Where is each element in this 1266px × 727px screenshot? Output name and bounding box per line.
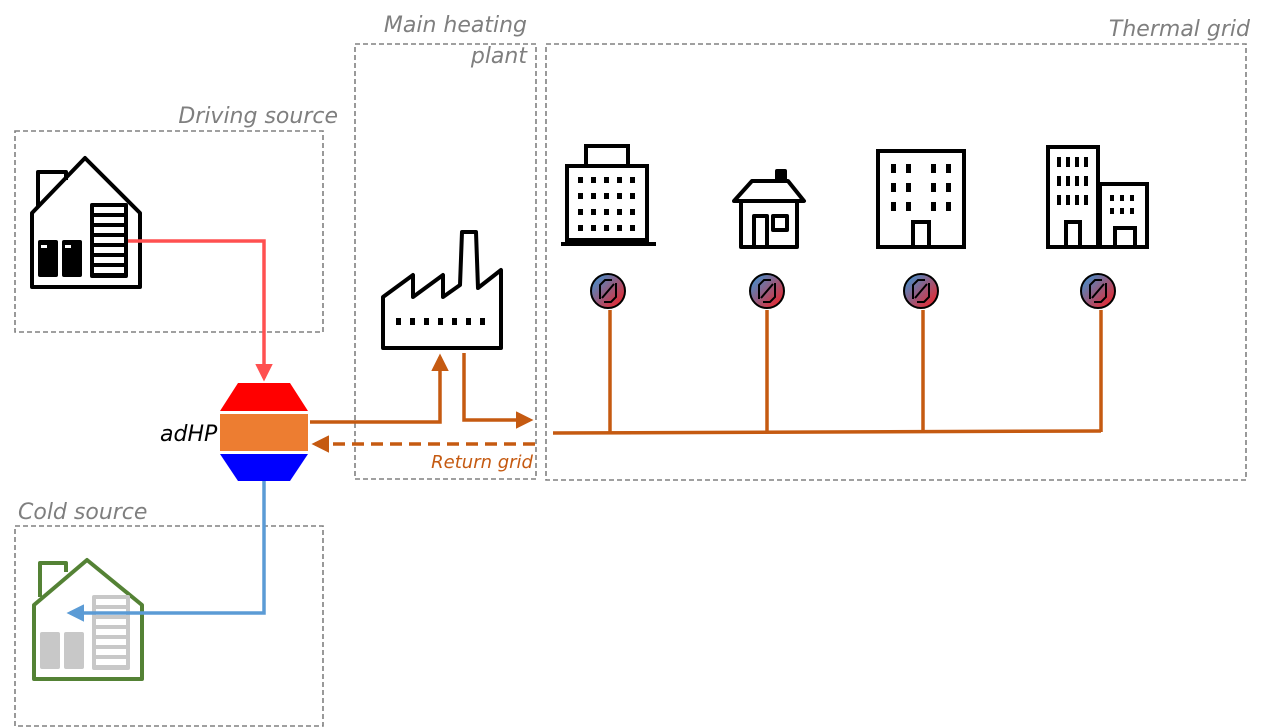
apartment-building-icon (876, 149, 966, 249)
thermal-grid-label: Thermal grid (1109, 17, 1251, 42)
data-center-icon (30, 156, 142, 289)
driving-source-label: Driving source (178, 104, 338, 129)
heat-exchanger-icon (590, 273, 626, 309)
office-tower-icon (561, 144, 656, 246)
factory-icon (381, 230, 503, 350)
adhp-label: adHP (160, 422, 218, 447)
thermal-grid-box (545, 43, 1247, 481)
driving-source-box (14, 130, 324, 333)
cold-source-box (14, 525, 324, 727)
main-heating-plant-box (354, 43, 537, 480)
cold-source-label: Cold source (18, 500, 147, 525)
cold-pipe (66, 480, 266, 622)
house-icon (732, 169, 806, 249)
heat-exchanger-icon (903, 273, 939, 309)
mixed-buildings-icon (1046, 145, 1149, 249)
main-heating-plant-label-line1: Main heating (384, 13, 527, 38)
hot-pipe (128, 239, 273, 382)
grid-main-pipe (552, 429, 1102, 435)
plant-supply-pipe (462, 353, 534, 429)
adsorption-heat-pump-icon (220, 383, 308, 481)
heat-exchanger-icon (1080, 273, 1116, 309)
faded-data-center-icon (32, 558, 144, 681)
supply-pipe-to-plant (310, 353, 449, 424)
return-grid-label: Return grid (431, 452, 533, 473)
heat-exchanger-icon (749, 273, 785, 309)
main-heating-plant-label-line2: plant (470, 44, 529, 69)
grid-branches (608, 310, 1103, 433)
